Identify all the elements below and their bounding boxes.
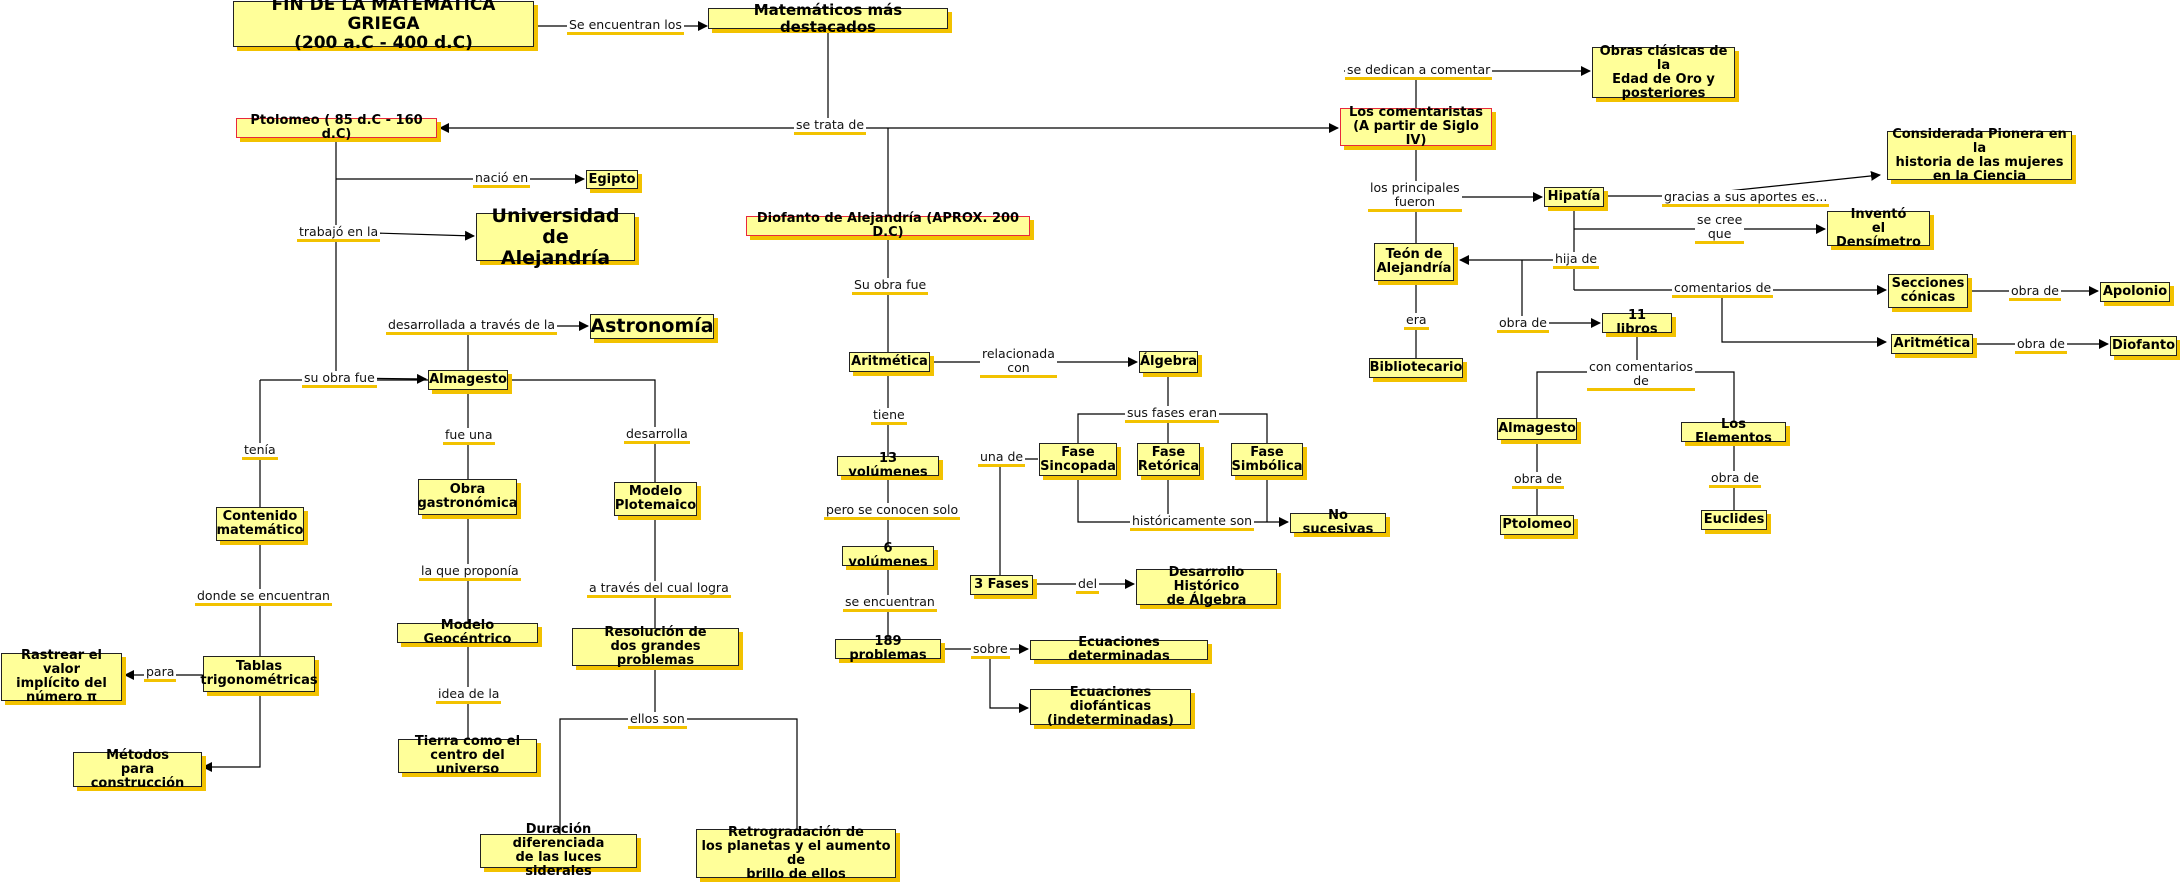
fase-retorica-node[interactable]: Fase Retórica	[1137, 443, 1200, 476]
label-idea-de-la: idea de la	[436, 687, 502, 704]
ptolomeo-node[interactable]: Ptolomeo ( 85 d.C - 160 d.C)	[236, 114, 437, 142]
label-comentarios-de: comentarios de	[1672, 281, 1774, 298]
label-desarrollada: desarrollada a través de la	[386, 318, 558, 335]
diofanto-node[interactable]: Diofanto	[2110, 336, 2177, 356]
label-del: del	[1076, 577, 1100, 594]
modelo-geocentrico-node[interactable]: Modelo Geocéntrico	[397, 619, 538, 647]
apolonio-node[interactable]: Apolonio	[2100, 282, 2170, 302]
metodos-node[interactable]: Métodos para construcción	[73, 748, 202, 790]
label-fue-una: fue una	[443, 428, 495, 445]
label-los-principales: los principales fueron	[1368, 181, 1462, 212]
label-obra-de-diofanto: obra de	[2015, 337, 2067, 354]
label-ellos-son: ellos son	[628, 712, 687, 729]
label-su-obra-fue-almagesto: su obra fue	[302, 371, 377, 388]
fase-sincopada-node[interactable]: Fase Sincopada	[1039, 443, 1117, 476]
universidad-node[interactable]: Universidad de Alejandría	[476, 205, 635, 268]
label-tenia: tenía	[242, 443, 278, 460]
label-una-de: una de	[978, 450, 1026, 467]
label-tiene: tiene	[871, 408, 907, 425]
egipto-node[interactable]: Egipto	[586, 170, 638, 189]
label-sobre: sobre	[971, 642, 1010, 659]
label-nacio-en: nació en	[473, 171, 531, 188]
ecuaciones-diofanticas-node[interactable]: Ecuaciones diofánticas (indeterminadas)	[1030, 686, 1191, 728]
almagesto-libros-node[interactable]: Almagesto	[1497, 418, 1577, 440]
label-historicamente-son: históricamente son	[1130, 514, 1255, 531]
label-para: para	[144, 665, 177, 682]
label-desarrolla: desarrolla	[624, 427, 690, 444]
desarrollo-algebra-node[interactable]: Desarrollo Histórico de Álgebra	[1136, 566, 1277, 608]
diofanto-alejandria-node[interactable]: Diofanto de Alejandría (APROX. 200 D.C)	[746, 212, 1030, 240]
label-su-obra-fue-diofanto: Su obra fue	[852, 278, 929, 295]
problemas-189-node[interactable]: 189 problemas	[835, 635, 941, 663]
label-donde-se-encuentran: donde se encuentran	[195, 589, 332, 606]
label-era: era	[1404, 313, 1429, 330]
label-pero-se-conocen: pero se conocen solo	[824, 503, 961, 520]
label-se-encuentran: se encuentran	[843, 595, 937, 612]
hipatia-node[interactable]: Hipatía	[1544, 187, 1604, 207]
label-obra-de-euclides: obra de	[1709, 471, 1761, 488]
comentaristas-node[interactable]: Los comentaristas (A partir de Siglo IV)	[1340, 106, 1492, 148]
aritmetica-diofanto-node[interactable]: Aritmética	[849, 352, 930, 372]
label-hija-de: hija de	[1553, 252, 1600, 269]
libros-11-node[interactable]: 11 libros	[1602, 309, 1672, 337]
bibliotecario-node[interactable]: Bibliotecario	[1369, 358, 1463, 378]
obra-gastronomica-node[interactable]: Obra gastronómica	[417, 479, 518, 515]
obras-clasicas-node[interactable]: Obras clásicas de la Edad de Oro y poste…	[1592, 44, 1735, 100]
label-se-dedican: se dedican a comentar	[1345, 63, 1493, 80]
label-se-trata-de: se trata de	[794, 118, 867, 135]
label-obra-de-ptolomeo: obra de	[1512, 472, 1564, 489]
modelo-plotemaico-node[interactable]: Modelo Plotemaico	[614, 482, 697, 516]
rastrear-node[interactable]: Rastrear el valor implícito del número π	[1, 649, 122, 705]
label-gracias: gracias a sus aportes es...	[1662, 190, 1830, 207]
label-a-traves: a través del cual logra	[587, 581, 731, 598]
tierra-node[interactable]: Tierra como el centro del universo	[398, 735, 537, 777]
label-la-que-proponia: la que proponía	[419, 564, 521, 581]
label-obra-de-apolonio: obra de	[2009, 284, 2061, 301]
ptolomeo-libros-node[interactable]: Ptolomeo	[1500, 515, 1574, 535]
almagesto-node[interactable]: Almagesto	[428, 370, 508, 390]
label-obra-de-teon: obra de	[1497, 316, 1549, 333]
tablas-node[interactable]: Tablas trigonométricas	[200, 656, 318, 692]
fase-simbolica-node[interactable]: Fase Simbólica	[1231, 443, 1303, 476]
tres-fases-node[interactable]: 3 Fases	[970, 575, 1033, 595]
volumenes-13-node[interactable]: 13 volúmenes	[837, 452, 939, 480]
duracion-node[interactable]: Duración diferenciada de las luces sider…	[480, 823, 637, 879]
volumenes-6-node[interactable]: 6 volúmenes	[842, 542, 934, 570]
matematicos-node[interactable]: Matemáticos más destacados	[708, 1, 948, 35]
label-trabajo-en-la: trabajó en la	[297, 225, 381, 242]
label-con-comentarios: con comentarios de	[1587, 360, 1696, 391]
los-elementos-node[interactable]: Los Elementos	[1681, 418, 1786, 446]
no-sucesivas-node[interactable]: No sucesivas	[1290, 509, 1386, 537]
retrogradacion-node[interactable]: Retrogradación de los planetas y el aume…	[696, 825, 896, 881]
astronomia-node[interactable]: Astronomía	[590, 314, 714, 339]
aritmetica-comentarios-node[interactable]: Aritmética	[1891, 334, 1973, 354]
label-relacionada-con: relacionada con	[980, 347, 1057, 378]
resolucion-node[interactable]: Resolución de dos grandes problemas	[572, 626, 739, 668]
label-se-cree: se cree que	[1695, 213, 1745, 244]
secciones-conicas-node[interactable]: Secciones cónicas	[1888, 274, 1968, 308]
contenido-node[interactable]: Contenido matemático	[216, 507, 304, 541]
algebra-node[interactable]: Álgebra	[1139, 351, 1198, 373]
euclides-node[interactable]: Euclides	[1701, 510, 1767, 530]
label-sus-fases-eran: sus fases eran	[1125, 406, 1220, 423]
label-se-encuentran-los: Se encuentran los	[567, 18, 684, 35]
teon-node[interactable]: Teón de Alejandría	[1374, 243, 1454, 281]
pionera-node[interactable]: Considerada Pionera en la historia de la…	[1887, 127, 2072, 183]
ecuaciones-determinadas-node[interactable]: Ecuaciones determinadas	[1030, 636, 1208, 664]
title-node[interactable]: FIN DE LA MATEMÁTICA GRIEGA (200 a.C - 4…	[233, 0, 534, 52]
densimetro-node[interactable]: Inventó el Densímetro	[1827, 207, 1930, 249]
